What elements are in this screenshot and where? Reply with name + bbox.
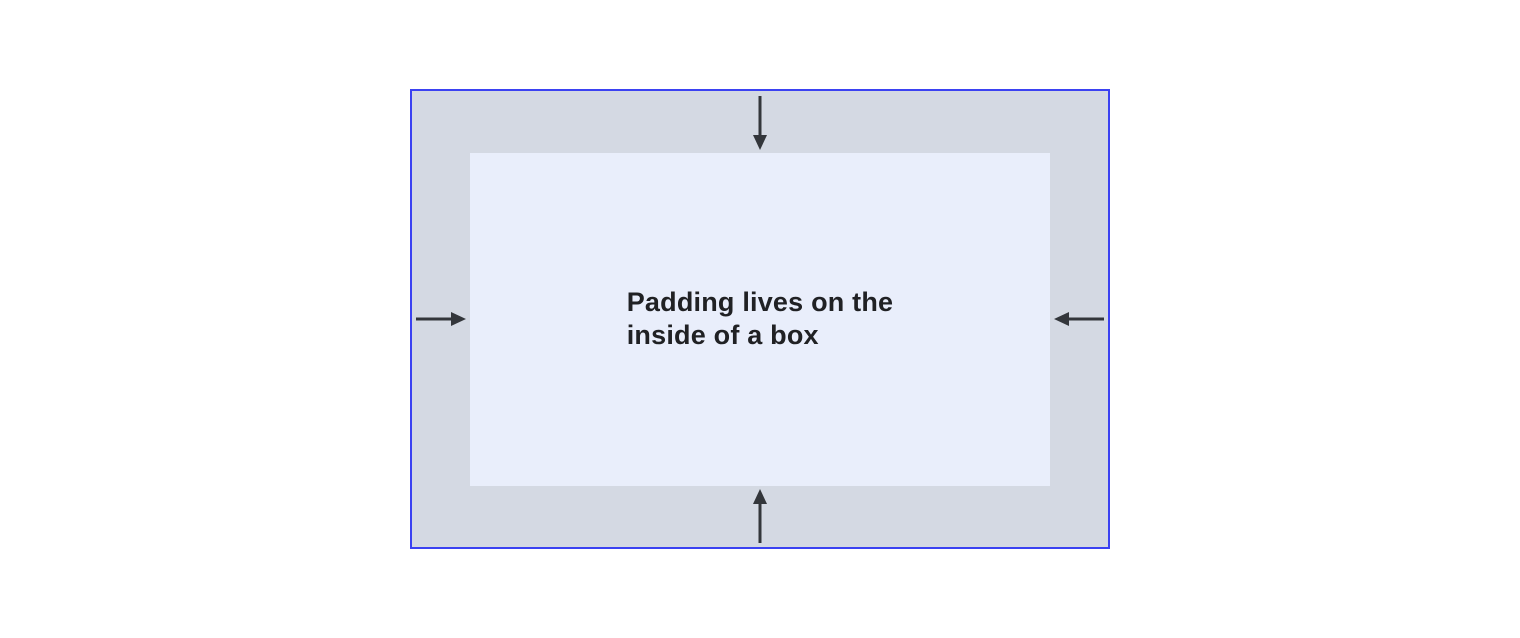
content-inner-box: Padding lives on the inside of a box — [470, 152, 1050, 486]
diagram-label: Padding lives on the inside of a box — [627, 286, 894, 352]
arrow-up-head — [753, 489, 767, 504]
arrow-right-icon — [416, 312, 466, 326]
arrow-left-head — [1054, 312, 1069, 326]
padding-outer-box: Padding lives on the inside of a box — [410, 89, 1110, 549]
arrow-down-icon — [753, 96, 767, 150]
diagram-label-line2: inside of a box — [626, 320, 819, 350]
arrow-left-icon — [1054, 312, 1104, 326]
arrow-right-head — [451, 312, 466, 326]
arrow-down-head — [753, 135, 767, 150]
diagram-label-line1: Padding lives on the — [626, 287, 894, 317]
arrow-up-icon — [753, 489, 767, 543]
